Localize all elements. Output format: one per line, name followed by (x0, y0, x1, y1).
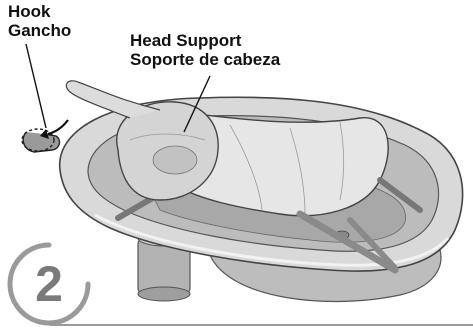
head-support-callout: Head Support Soporte de cabeza (130, 31, 280, 69)
hook-callout: Hook Gancho (8, 2, 71, 40)
hook-label-en: Hook (8, 2, 71, 21)
step-number: 2 (6, 241, 92, 327)
hook-label-es: Gancho (8, 21, 71, 40)
head-support-label-en: Head Support (130, 31, 280, 50)
head-support-label-es: Soporte de cabeza (130, 50, 280, 69)
hook-leader-line (26, 44, 46, 128)
